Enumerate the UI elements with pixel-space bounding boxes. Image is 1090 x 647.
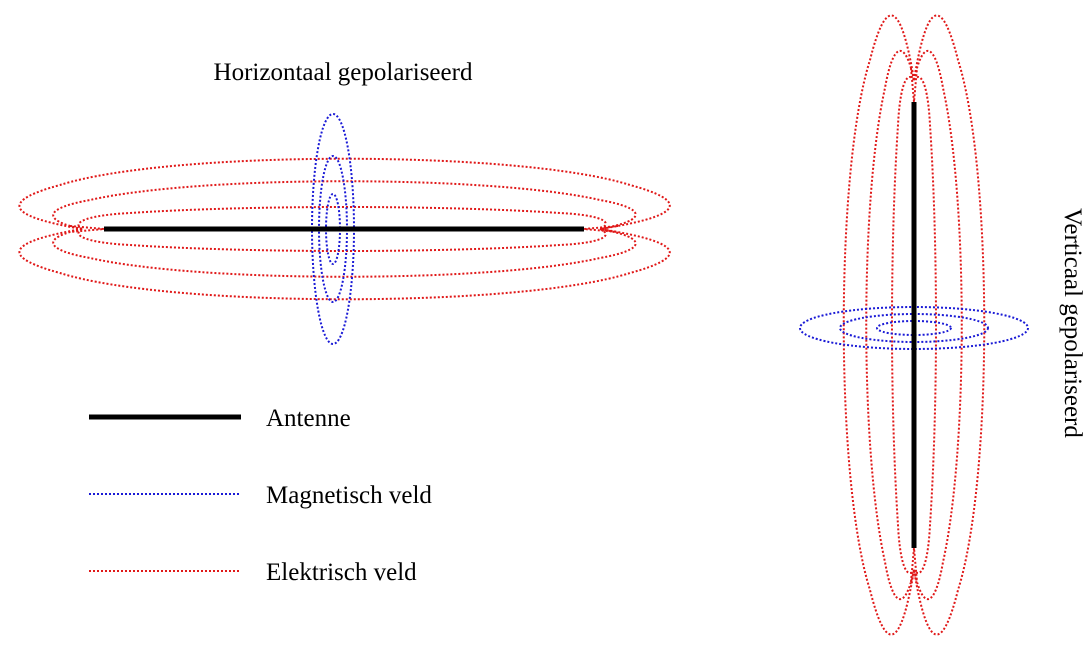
v-e-field-middle-right (914, 51, 962, 599)
legend: Antenne Magnetisch veld Elektrisch veld (89, 405, 432, 586)
v-e-field-outer-right (914, 15, 984, 634)
legend-antenna-label: Antenne (266, 405, 351, 432)
e-field-outer-top (19, 159, 669, 229)
v-e-field-tip-top (911, 68, 917, 102)
legend-magnetic-label: Magnetisch veld (266, 482, 432, 509)
horizontal-polarization-panel: Horizontaal gepolariseerd (19, 59, 669, 344)
v-e-field-inner-left (892, 77, 914, 573)
vertical-panel-title: Verticaal gepolariseerd (1059, 208, 1086, 438)
v-e-field-inner-right (914, 77, 936, 573)
e-field-outer-bottom (19, 229, 669, 299)
e-field-tip-left (70, 226, 104, 232)
legend-electric-label: Elektrisch veld (266, 559, 417, 586)
horizontal-panel-title: Horizontaal gepolariseerd (214, 59, 473, 86)
vertical-polarization-panel: Verticaal gepolariseerd (800, 15, 1086, 634)
v-e-field-middle-left (866, 51, 914, 599)
e-field-inner-bottom (79, 229, 606, 251)
v-e-field-tip-bottom (911, 548, 917, 582)
e-field-inner-top (79, 207, 606, 229)
